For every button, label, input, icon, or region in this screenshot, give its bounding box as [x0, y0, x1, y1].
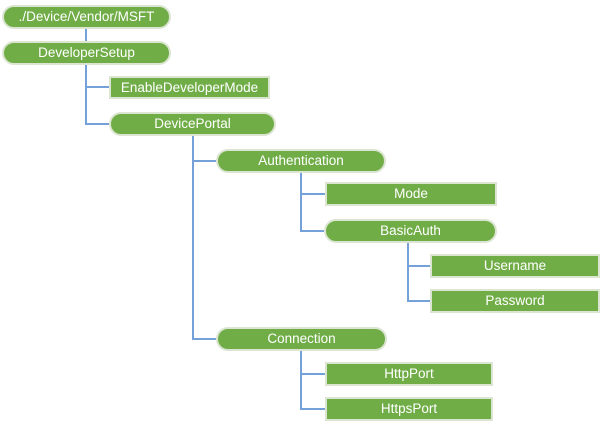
node-https-port: HttpsPort — [325, 397, 493, 421]
node-basic-auth: BasicAuth — [324, 219, 497, 243]
node-http-port: HttpPort — [325, 362, 493, 386]
node-device-vendor-msft: ./Device/Vendor/MSFT — [2, 5, 171, 29]
node-username: Username — [430, 254, 600, 278]
node-authentication: Authentication — [216, 149, 386, 173]
node-connection: Connection — [216, 327, 387, 351]
node-enable-developer-mode: EnableDeveloperMode — [109, 76, 270, 99]
node-developer-setup: DeveloperSetup — [2, 41, 171, 65]
node-device-portal: DevicePortal — [109, 112, 276, 136]
node-mode: Mode — [325, 182, 497, 206]
node-password: Password — [430, 289, 600, 313]
